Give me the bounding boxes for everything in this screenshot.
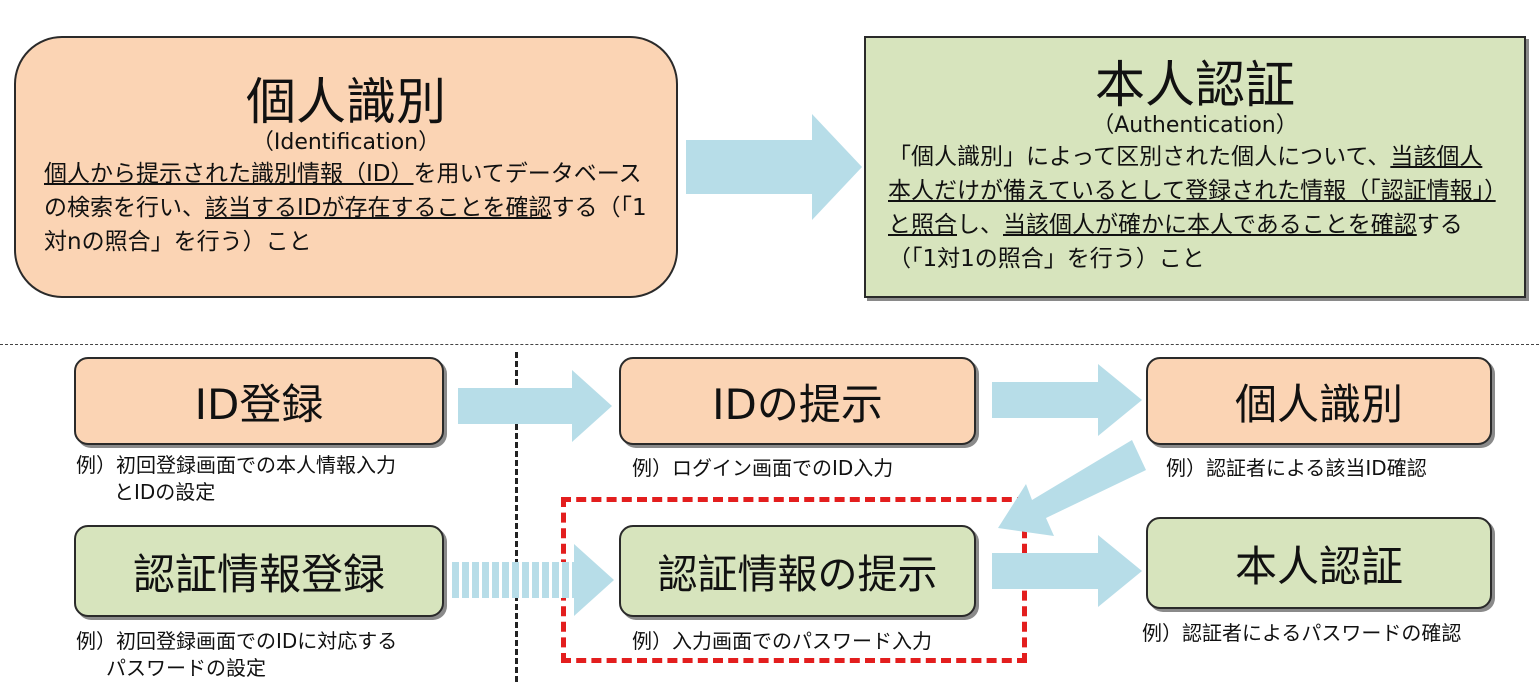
- auth-register-box: 認証情報登録: [74, 525, 444, 617]
- authenticate-box: 本人認証: [1146, 517, 1492, 609]
- highlight-frame: [561, 497, 1027, 663]
- arrow-identify-to-auth-present: [998, 440, 1146, 536]
- authenticate-caption: 例）認証者によるパスワードの確認: [1142, 621, 1462, 645]
- identify-caption: 例）認証者による該当ID確認: [1166, 456, 1427, 480]
- identify-box: 個人識別: [1146, 357, 1492, 445]
- identification-title: 個人識別: [246, 73, 446, 132]
- description-part: し、: [957, 211, 1003, 238]
- auth-register-label: 認証情報登録: [132, 549, 385, 599]
- auth-present-caption: 例）入力画面でのパスワード入力: [632, 629, 932, 653]
- description-part: 個人から提示された識別情報（ID）: [44, 160, 414, 187]
- identification-description: 個人から提示された識別情報（ID）を用いてデータベースの検索を行い、該当するID…: [16, 157, 676, 259]
- description-part: 「個人識別」によって区別された個人について、: [888, 143, 1391, 170]
- vertical-divider: [515, 352, 518, 682]
- authenticate-label: 本人認証: [1234, 541, 1403, 591]
- identification-subtitle: （Identification）: [251, 130, 441, 156]
- id-present-caption: 例）ログイン画面でのID入力: [632, 456, 894, 480]
- id-register-box: ID登録: [74, 357, 444, 445]
- auth-present-box: 認証情報の提示: [619, 525, 976, 617]
- id-register-caption: 例）初回登録画面での本人情報入力 とIDの設定: [76, 453, 396, 504]
- id-register-label: ID登録: [194, 379, 324, 429]
- description-part: する（「1対nの照合」を行う）こと: [44, 194, 647, 255]
- description-part: 該当するIDが存在することを確認: [205, 194, 552, 221]
- auth-register-caption: 例）初回登録画面でのIDに対応する パスワードの設定: [76, 629, 398, 680]
- description-part: 当該個人本人だけが備えているとして登録された情報（「認証情報」）と照合: [888, 143, 1496, 238]
- id-present-label: IDの提示: [712, 379, 883, 429]
- authentication-subtitle: （Authentication）: [1092, 113, 1298, 139]
- horizontal-divider: [0, 344, 1539, 345]
- authentication-title: 本人認証: [1095, 56, 1295, 115]
- description-part: を用いてデータベースの検索を行い、: [44, 160, 642, 221]
- description-part: する（「1対1の照合」を行う）こと: [888, 211, 1463, 272]
- description-part: 当該個人が確かに本人であることを確認: [1003, 211, 1417, 238]
- authentication-description: 「個人識別」によって区別された個人について、当該個人本人だけが備えているとして登…: [866, 140, 1524, 276]
- auth-present-label: 認証情報の提示: [657, 552, 938, 598]
- authentication-box: 本人認証 （Authentication） 「個人識別」によって区別された個人に…: [864, 36, 1526, 298]
- identify-label: 個人識別: [1234, 379, 1403, 429]
- id-present-box: IDの提示: [619, 357, 976, 445]
- identification-box: 個人識別 （Identification） 個人から提示された識別情報（ID）を…: [14, 36, 678, 298]
